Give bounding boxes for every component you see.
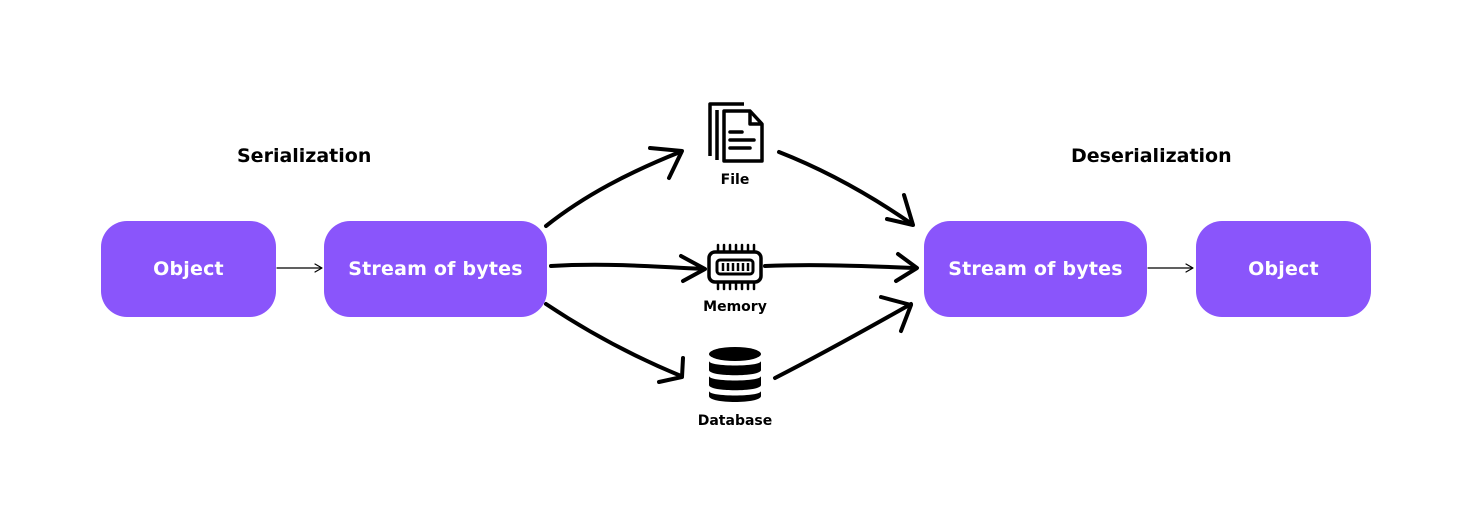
object-node-target: Object bbox=[1196, 221, 1371, 317]
object-node-source: Object bbox=[101, 221, 276, 317]
file-icon bbox=[708, 102, 764, 163]
arrow-stream-to-database bbox=[544, 302, 685, 384]
arrow-stream-to-object bbox=[1147, 263, 1194, 273]
memory-chip-icon bbox=[707, 243, 763, 291]
deserialization-heading: Deserialization bbox=[1071, 145, 1232, 167]
database-label: Database bbox=[697, 413, 773, 429]
memory-label: Memory bbox=[703, 299, 767, 315]
stream-of-bytes-node-deserialized: Stream of bytes bbox=[924, 221, 1147, 317]
database-icon bbox=[709, 347, 761, 402]
file-label: File bbox=[720, 172, 750, 188]
arrow-stream-to-file bbox=[544, 146, 684, 228]
stream-of-bytes-node-serialized: Stream of bytes bbox=[324, 221, 547, 317]
arrow-memory-to-stream bbox=[763, 252, 919, 283]
arrow-file-to-stream bbox=[777, 150, 915, 227]
serialization-heading: Serialization bbox=[237, 145, 372, 167]
arrow-database-to-stream bbox=[773, 295, 913, 380]
arrow-stream-to-memory bbox=[549, 254, 707, 283]
arrow-object-to-stream bbox=[276, 263, 323, 273]
